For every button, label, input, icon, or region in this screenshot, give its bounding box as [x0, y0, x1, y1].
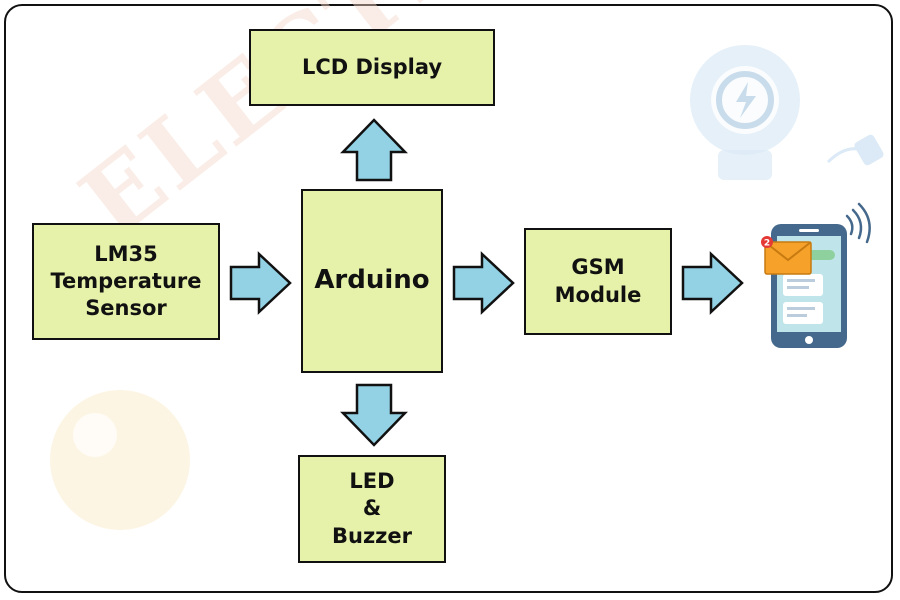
gsm-module-block: GSM Module — [524, 228, 672, 335]
led-buzzer-block: LED & Buzzer — [298, 455, 446, 563]
lcd-display-block: LCD Display — [249, 29, 495, 106]
lm35-sensor-label: LM35 Temperature Sensor — [50, 241, 202, 321]
gsm-module-label: GSM Module — [554, 255, 642, 307]
envelope-icon — [764, 241, 812, 275]
signal-waves-icon — [845, 202, 871, 244]
arrow-arduino-to-gsm — [452, 251, 515, 315]
smartphone-icon: 2 — [761, 202, 871, 348]
arduino-label: Arduino — [314, 265, 430, 296]
lcd-display-label: LCD Display — [301, 54, 443, 79]
lm35-sensor-block: LM35 Temperature Sensor — [32, 223, 220, 340]
led-buzzer-label: LED & Buzzer — [331, 469, 412, 548]
plug-icon — [826, 134, 884, 166]
arrow-arduino-to-lcd — [340, 118, 408, 182]
arrow-gsm-to-phone — [681, 251, 744, 315]
arduino-block: Arduino — [301, 189, 443, 373]
arrow-sensor-to-arduino — [229, 251, 292, 315]
notification-badge: 2 — [764, 239, 770, 249]
arrow-arduino-to-led — [340, 383, 408, 447]
